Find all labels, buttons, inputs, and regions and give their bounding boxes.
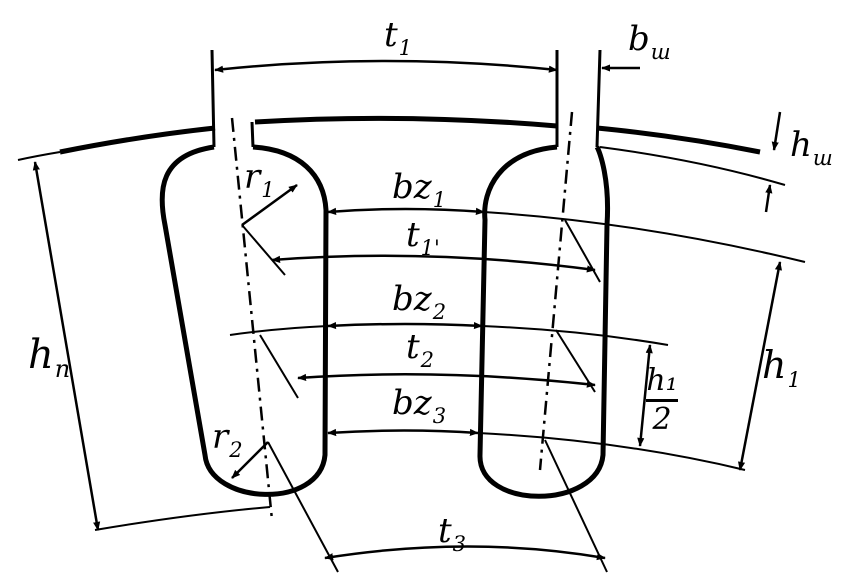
bore-arc-extension <box>17 151 61 161</box>
label-hsh: hш <box>790 125 833 170</box>
hsh-arrow-bottom <box>764 184 773 213</box>
bz1-ext-line <box>483 211 806 263</box>
bz2-ext-line-right <box>481 325 669 346</box>
label-bz3: bz3 <box>392 383 447 428</box>
r2-arrow <box>231 441 269 479</box>
h1-half-numerator: h₁ <box>646 363 678 398</box>
hp-arrow <box>32 161 101 531</box>
right-slot-neck <box>555 49 602 148</box>
left-slot-outline <box>159 144 329 497</box>
label-h1-half: h₁ 2 <box>642 366 682 435</box>
hsh-arrow-top <box>771 111 782 151</box>
bz2-ext-line-left <box>229 325 329 336</box>
r1-tick <box>241 224 286 276</box>
label-h1: h1 <box>762 343 801 392</box>
h1half-arrow <box>637 344 653 447</box>
right-slot-centerline <box>538 111 574 471</box>
bz1-arrow <box>327 207 485 215</box>
label-bsh: bш <box>628 19 671 64</box>
right-slot-outline <box>477 144 611 499</box>
label-r2: r2 <box>212 417 243 462</box>
label-t2: t2 <box>406 327 435 372</box>
left-slot-neck <box>210 49 255 148</box>
label-hp: hп <box>28 332 71 383</box>
hp-bottom-ext-line <box>94 506 271 531</box>
bz3-ext-line <box>477 432 746 471</box>
t1p-arrow <box>271 254 596 273</box>
label-r1: r1 <box>244 157 275 202</box>
label-t1: t1 <box>384 15 413 60</box>
r2-line-down <box>267 441 339 573</box>
right-bottom-line <box>544 439 608 573</box>
bore-arc-right <box>596 125 761 155</box>
h1-half-denominator: 2 <box>652 402 672 437</box>
label-t1-prime: t1' <box>406 215 440 260</box>
r1-tick-right <box>564 219 601 283</box>
r1-arrow <box>241 183 298 227</box>
h1-arrow <box>737 261 783 471</box>
bz2-arrow <box>327 321 483 330</box>
t3-arrow <box>324 545 606 561</box>
label-bz1: bz1 <box>392 167 447 212</box>
t2-arrow <box>297 373 596 388</box>
t1-dimension-arc <box>214 59 558 73</box>
bz3-arrow <box>327 428 479 437</box>
bore-arc-middle <box>254 115 558 129</box>
bz2-tick-left <box>259 334 299 399</box>
left-slot-centerline <box>230 117 274 521</box>
bore-arc-left <box>59 125 216 155</box>
hsh-ext-line-1 <box>599 146 786 186</box>
label-t3: t3 <box>438 511 467 556</box>
fraction-bar <box>646 399 678 402</box>
label-bz2: bz2 <box>392 279 447 324</box>
